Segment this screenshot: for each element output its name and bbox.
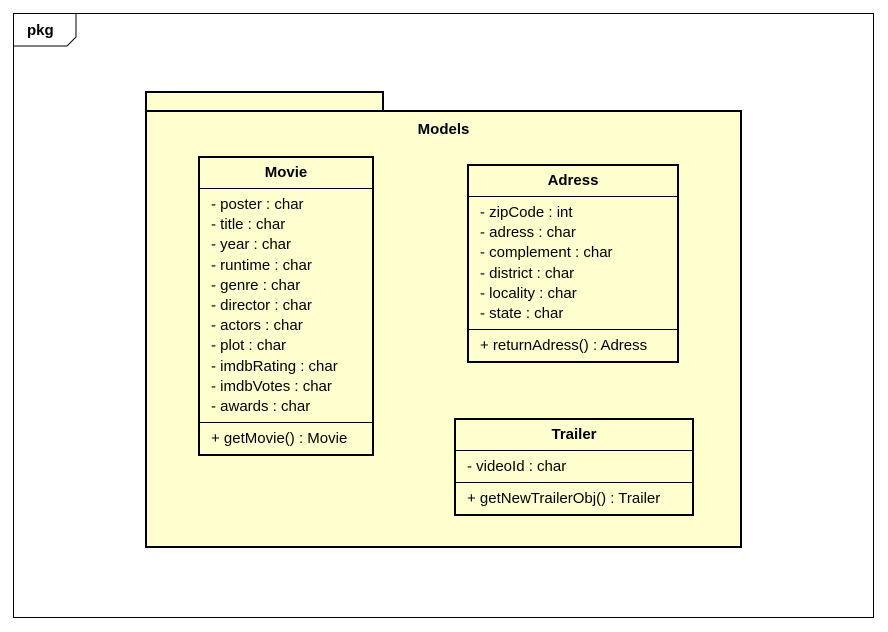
attribute: - runtime : char bbox=[211, 256, 312, 274]
operations-compartment: + getNewTrailerObj() : Trailer bbox=[456, 483, 692, 514]
diagram-frame bbox=[13, 13, 874, 618]
attribute: - zipCode : int bbox=[480, 204, 573, 221]
operation: + returnAdress() : Adress bbox=[480, 337, 648, 355]
frame-label: pkg bbox=[27, 22, 54, 39]
attribute: - state : char bbox=[480, 304, 564, 322]
class-trailer[interactable]: Trailer - videoId : char + getNewTrailer… bbox=[454, 418, 694, 517]
attribute: - complement : char bbox=[480, 244, 613, 262]
class-adress[interactable]: Adress - zipCode : int - adress : char -… bbox=[467, 164, 679, 364]
attributes-compartment: - poster : char - title : char - year : … bbox=[200, 189, 372, 424]
attribute: - actors : char bbox=[211, 317, 303, 335]
attribute: - year : char bbox=[211, 236, 292, 254]
attribute: - adress : char bbox=[480, 224, 576, 242]
operation: + getNewTrailerObj() : Trailer bbox=[467, 490, 661, 508]
attribute: - district : char bbox=[480, 264, 575, 282]
operation: + getMovie() : Movie bbox=[211, 430, 348, 448]
attribute: - locality : char bbox=[480, 284, 577, 302]
frame-label-tab bbox=[13, 13, 77, 47]
package-title: Models bbox=[417, 121, 470, 138]
attribute: - director : char bbox=[211, 296, 312, 314]
attribute: - videoId : char bbox=[467, 458, 567, 475]
attribute: - imdbVotes : char bbox=[211, 377, 332, 395]
attribute: - awards : char bbox=[211, 397, 311, 415]
package-tab bbox=[145, 91, 384, 112]
attribute: - poster : char bbox=[211, 196, 304, 213]
class-movie[interactable]: Movie - poster : char - title : char - y… bbox=[198, 156, 374, 457]
attribute: - title : char bbox=[211, 216, 286, 234]
operations-compartment: + returnAdress() : Adress bbox=[469, 330, 677, 361]
class-name: Trailer bbox=[456, 420, 692, 451]
attributes-compartment: - videoId : char bbox=[456, 451, 692, 484]
attribute: - genre : char bbox=[211, 276, 301, 294]
class-name: Adress bbox=[469, 166, 677, 197]
attribute: - imdbRating : char bbox=[211, 357, 338, 375]
attributes-compartment: - zipCode : int - adress : char - comple… bbox=[469, 197, 677, 331]
class-name: Movie bbox=[200, 158, 372, 189]
attribute: - plot : char bbox=[211, 337, 287, 355]
operations-compartment: + getMovie() : Movie bbox=[200, 423, 372, 454]
